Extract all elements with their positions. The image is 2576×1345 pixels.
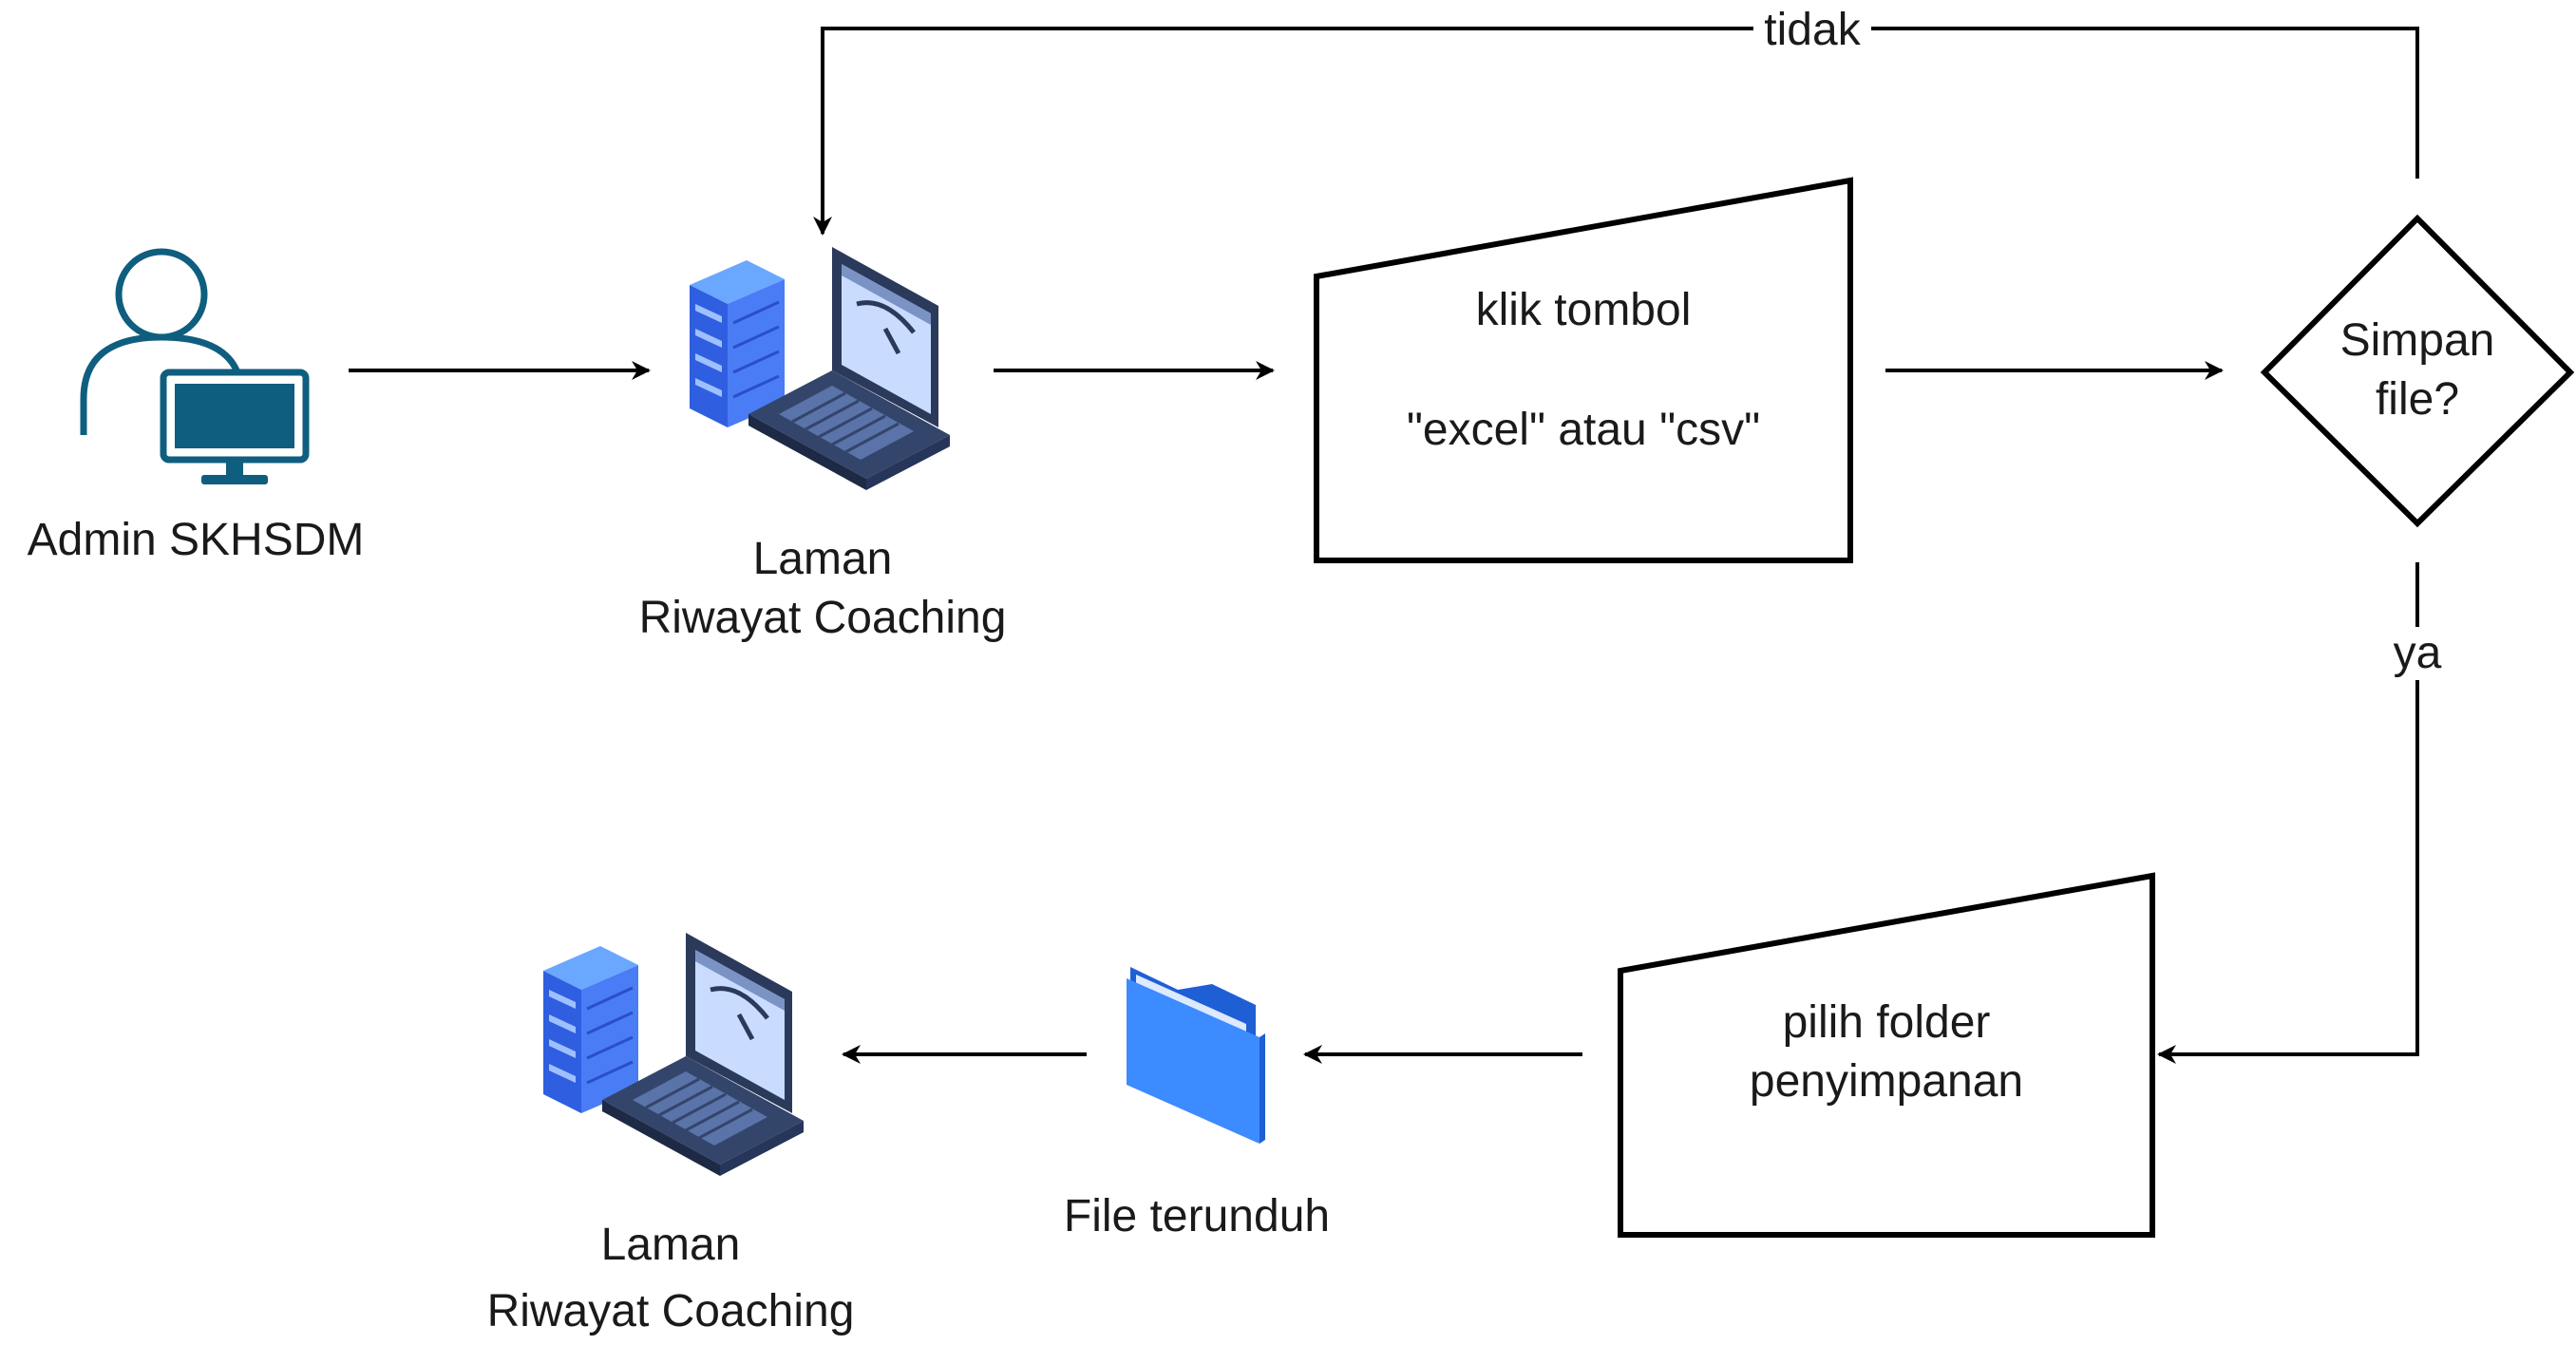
manual-input-pilih-folder: [1618, 872, 2155, 1238]
edge-decision-tidak: [813, 27, 2419, 236]
pilih-line2: penyimpanan: [1749, 1056, 2024, 1107]
decision-line1: Simpan: [2339, 315, 2495, 366]
laman-bottom-label: Laman Riwayat Coaching: [386, 1212, 956, 1345]
laman-top-label: Laman Riwayat Coaching: [538, 530, 1108, 648]
edges: [349, 27, 2419, 1064]
pilih-folder-label: pilih folder penyimpanan: [1620, 994, 2152, 1111]
edge-label-ya: ya: [2375, 627, 2460, 680]
klik-tombol-label: klik tombol "excel" atau "csv": [1316, 281, 1850, 460]
laman-bottom-line1: Laman: [600, 1220, 741, 1270]
server-laptop-icon-top: [690, 247, 950, 490]
laman-bottom-line2: Riwayat Coaching: [486, 1286, 855, 1336]
file-terunduh-text: File terunduh: [1063, 1191, 1331, 1241]
klik-line2: "excel" atau "csv": [1406, 405, 1761, 455]
file-terunduh-label: File terunduh: [997, 1187, 1396, 1246]
folder-icon: [1127, 967, 1265, 1144]
decision-label: Simpan file?: [2264, 312, 2570, 429]
user-with-monitor-icon: [80, 248, 310, 484]
decision-line2: file?: [2375, 374, 2460, 425]
manual-input-klik-tombol: [1314, 177, 1853, 563]
edge-decision-ya: [2157, 562, 2419, 1064]
edge-label-tidak: tidak: [1753, 4, 1871, 57]
decision-simpan-file: [2260, 214, 2575, 528]
laman-top-line1: Laman: [752, 534, 893, 584]
pilih-line1: pilih folder: [1782, 997, 1991, 1048]
admin-label-text: Admin SKHSDM: [27, 515, 365, 565]
klik-line1: klik tombol: [1475, 285, 1692, 335]
laman-top-line2: Riwayat Coaching: [638, 593, 1007, 643]
server-laptop-icon-bottom: [543, 933, 804, 1176]
admin-label: Admin SKHSDM: [0, 511, 391, 570]
